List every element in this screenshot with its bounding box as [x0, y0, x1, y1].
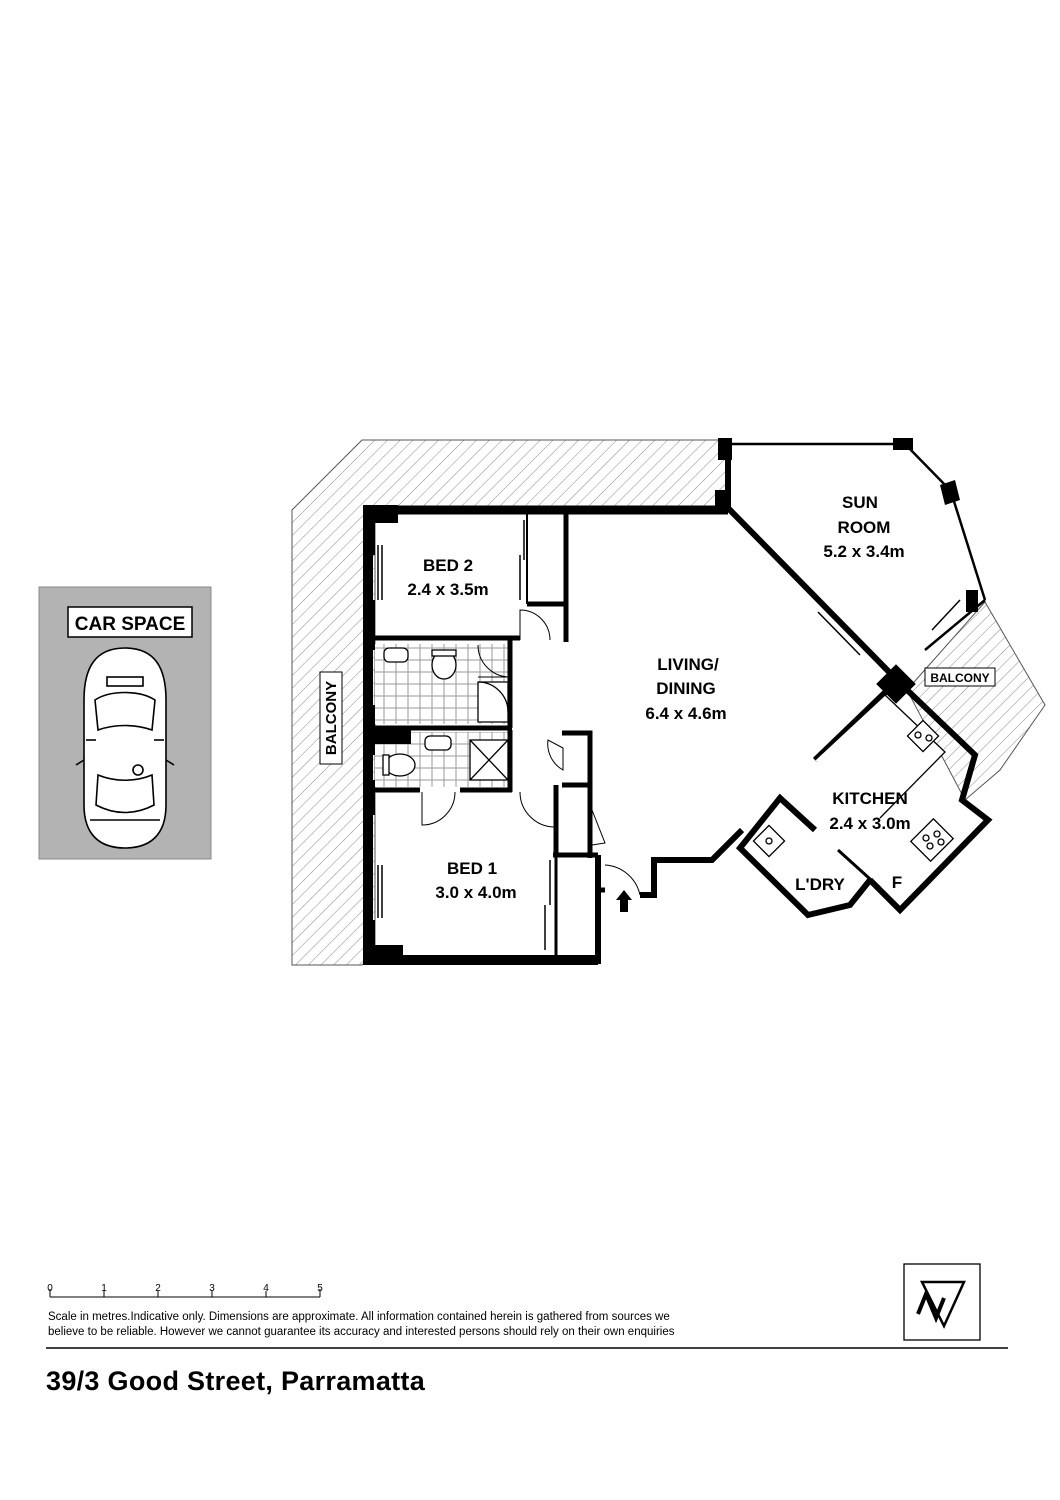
bed2-size: 2.4 x 3.5m: [407, 580, 488, 599]
sunroom-label-1: SUN: [842, 493, 878, 512]
sink-icon: [752, 824, 786, 858]
scale-tick-label: 4: [263, 1283, 269, 1294]
scale-tick-label: 2: [155, 1283, 161, 1294]
wall-pillars: [363, 438, 978, 965]
shower-icon: [477, 681, 509, 723]
living-label-1: LIVING/: [657, 655, 719, 674]
entry-arrow-icon: [616, 890, 632, 912]
sunroom-label-2: ROOM: [838, 518, 891, 537]
bed2-label: BED 2: [423, 556, 473, 575]
disclaimer-line: believe to be reliable. However we canno…: [48, 1326, 675, 1338]
kitchen-label: KITCHEN: [832, 789, 908, 808]
north-compass-icon: [903, 1263, 981, 1341]
scale-tick-label: 1: [101, 1283, 107, 1294]
sliding-doors: [377, 520, 961, 950]
kitchen-size: 2.4 x 3.0m: [829, 814, 910, 833]
living-label-2: DINING: [656, 679, 716, 698]
cooktop-icon: [909, 817, 955, 863]
disclaimer: Scale in metres.Indicative only. Dimensi…: [48, 1310, 708, 1340]
property-address: 39/3 Good Street, Parramatta: [46, 1366, 426, 1396]
car-icon: [75, 647, 175, 849]
scale-tick-label: 0: [47, 1283, 53, 1294]
sink-icon: [906, 719, 940, 753]
car-space: CAR SPACE: [38, 586, 212, 860]
basin-icon: [383, 647, 409, 663]
scale-tick-label: 5: [317, 1283, 323, 1294]
scale-tick-label: 3: [209, 1283, 215, 1294]
basin-icon: [424, 735, 452, 751]
balcony-right-label: BALCONY: [924, 667, 996, 687]
svg-text:BALCONY: BALCONY: [323, 681, 340, 755]
bed1-size: 3.0 x 4.0m: [435, 883, 516, 902]
bed1-label: BED 1: [447, 859, 497, 878]
fixtures: [382, 647, 955, 863]
disclaimer-line: Scale in metres.Indicative only. Dimensi…: [48, 1311, 670, 1323]
living-size: 6.4 x 4.6m: [645, 704, 726, 723]
balcony-left-label: BALCONY: [319, 671, 343, 765]
fridge-label: F: [892, 873, 902, 892]
sunroom-size: 5.2 x 3.4m: [823, 542, 904, 561]
laundry-label: L'DRY: [795, 875, 845, 894]
door-swing-icon: [421, 609, 641, 896]
scale-bar: 0 1 2 3 4 5: [47, 1283, 323, 1298]
car-space-label: CAR SPACE: [75, 614, 186, 635]
svg-text:BALCONY: BALCONY: [930, 671, 989, 685]
